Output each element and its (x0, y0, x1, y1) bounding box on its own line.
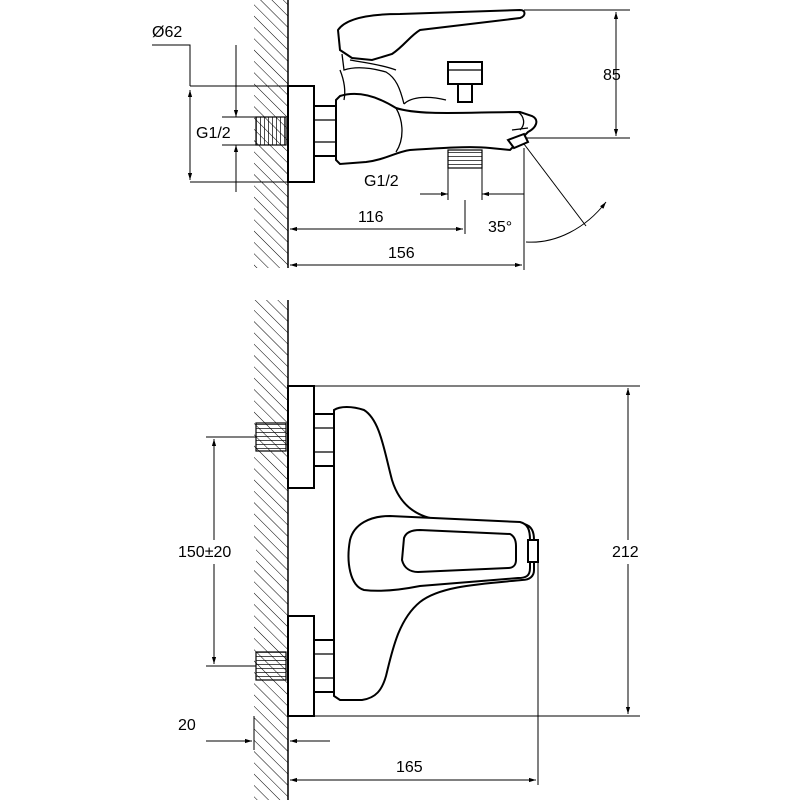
label-connection-left: G1/2 (196, 125, 231, 142)
outlet-thread-top (447, 149, 483, 169)
escutcheon-lower (287, 615, 315, 717)
wall-thread-upper (255, 422, 287, 452)
escutcheon-top (287, 85, 315, 183)
label-height-front: 212 (612, 544, 639, 561)
label-width: 165 (396, 759, 423, 776)
label-wall-offset: 20 (178, 717, 196, 734)
lever-grip-front (400, 528, 517, 574)
wall-hatch-front (254, 300, 288, 800)
label-connection-bottom: G1/2 (364, 173, 399, 190)
label-angle: 35° (488, 219, 512, 236)
label-centers: 150±20 (178, 544, 231, 561)
lever-handle-top (336, 8, 526, 62)
mixer-body-top (335, 92, 538, 166)
side-view: Ø62 G1/2 85 G1/2 116 156 35° (152, 0, 630, 270)
wall-thread-top (255, 116, 287, 146)
nut-upper (313, 413, 335, 467)
label-spout-offset: 116 (358, 209, 384, 226)
nut-lower (313, 639, 335, 693)
wall-thread-lower (255, 651, 287, 681)
label-height-top: 85 (603, 67, 621, 84)
nut-top (313, 105, 337, 157)
front-view: 150±20 212 20 165 (176, 300, 650, 800)
label-diameter: Ø62 (152, 24, 182, 41)
diverter-knob-top (447, 61, 483, 85)
label-depth: 156 (388, 245, 415, 262)
escutcheon-upper (287, 385, 315, 489)
